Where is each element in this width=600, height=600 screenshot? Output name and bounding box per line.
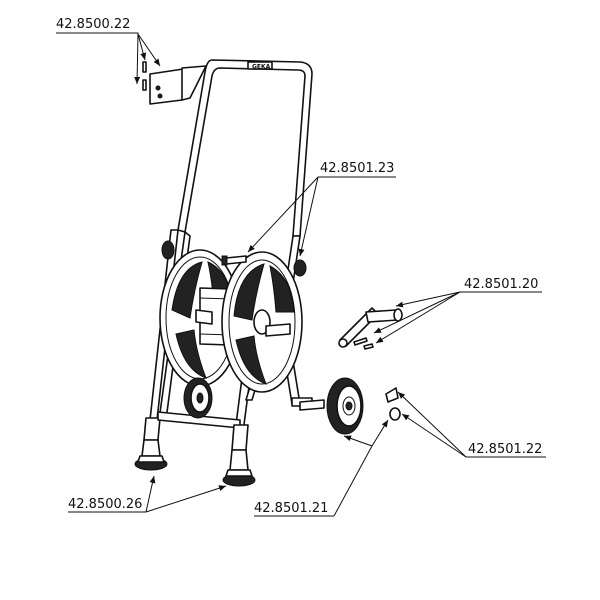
- foot-left: [134, 439, 168, 471]
- foot-right: [222, 449, 256, 487]
- brand-label: GEKA: [252, 64, 271, 71]
- crank-handle-part: [338, 307, 403, 350]
- callout-feet-label: 42.8500.26: [68, 497, 142, 512]
- callout-leaders: [56, 32, 546, 517]
- wheel-part: [299, 377, 364, 435]
- callout-axle-caps-label: 42.8501.22: [468, 442, 542, 457]
- callout-crank-label: 42.8501.20: [464, 277, 538, 292]
- axle-cap-part: [385, 387, 401, 421]
- callout-bolts-label: 42.8501.23: [320, 161, 394, 176]
- bolt-part: [221, 255, 247, 266]
- hose-bracket-part: [142, 61, 207, 105]
- rear-wheel: [183, 377, 213, 419]
- hose-reel: [159, 240, 307, 393]
- callout-wheel-label: 42.8501.21: [254, 501, 328, 516]
- callout-bracket-label: 42.8500.22: [56, 17, 130, 32]
